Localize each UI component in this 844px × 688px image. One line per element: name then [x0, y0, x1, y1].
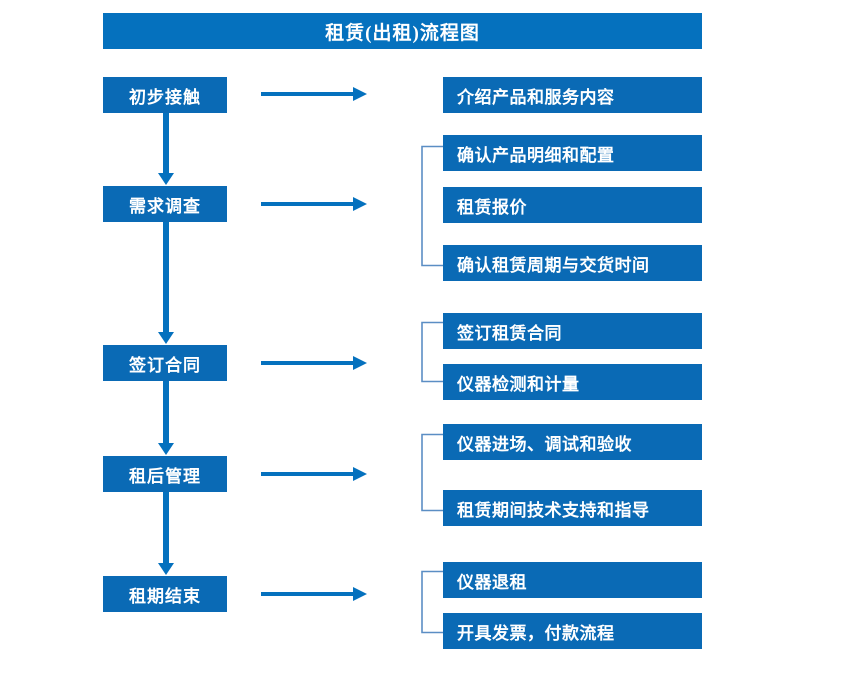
stage-box-2[interactable]: 需求调查 [103, 186, 227, 222]
bracket-group-5-icon [414, 570, 444, 634]
bracket-group-4-icon [414, 433, 444, 512]
detail-box-3[interactable]: 租赁报价 [443, 187, 702, 223]
arrow-to-detail-1-icon [261, 85, 367, 103]
detail-box-4[interactable]: 确认租赁周期与交货时间 [443, 245, 702, 281]
stage-box-4[interactable]: 租后管理 [103, 456, 227, 492]
detail-box-2[interactable]: 确认产品明细和配置 [443, 135, 702, 171]
detail-box-1[interactable]: 介绍产品和服务内容 [443, 77, 702, 113]
arrow-stage-4-to-5-icon [156, 492, 176, 575]
stage-box-3[interactable]: 签订合同 [103, 345, 227, 381]
stage-box-5[interactable]: 租期结束 [103, 576, 227, 612]
arrow-to-detail-5-icon [261, 585, 367, 603]
detail-box-5[interactable]: 签订租赁合同 [443, 313, 702, 349]
detail-box-6[interactable]: 仪器检测和计量 [443, 364, 702, 400]
arrow-to-detail-4-icon [261, 465, 367, 483]
arrow-stage-1-to-2-icon [156, 113, 176, 185]
stage-box-1[interactable]: 初步接触 [103, 77, 227, 113]
arrow-to-detail-3-icon [261, 354, 367, 372]
bracket-group-2-icon [414, 145, 444, 267]
arrow-to-detail-2-icon [261, 195, 367, 213]
page-title: 租赁(出租)流程图 [103, 13, 702, 49]
bracket-group-3-icon [414, 321, 444, 383]
detail-box-8[interactable]: 租赁期间技术支持和指导 [443, 490, 702, 526]
detail-box-7[interactable]: 仪器进场、调试和验收 [443, 424, 702, 460]
detail-box-10[interactable]: 开具发票，付款流程 [443, 613, 702, 649]
arrow-stage-2-to-3-icon [156, 222, 176, 344]
detail-box-9[interactable]: 仪器退租 [443, 562, 702, 598]
arrow-stage-3-to-4-icon [156, 381, 176, 455]
